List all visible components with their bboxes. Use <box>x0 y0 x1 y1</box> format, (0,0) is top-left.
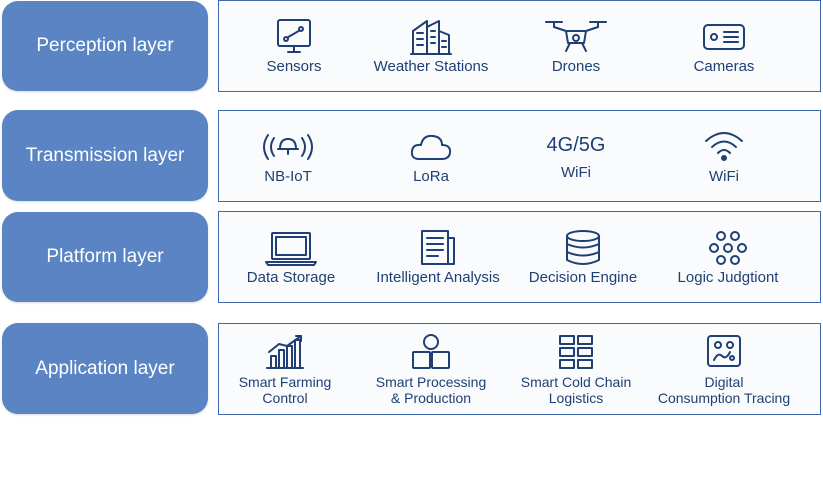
item-label-line2: Consumption Tracing <box>657 390 791 406</box>
item-label: Sensors <box>266 58 322 75</box>
item-lora: LoRa <box>356 111 506 201</box>
wifi-icon <box>702 127 746 167</box>
laptop-icon <box>264 228 318 268</box>
item-label: Decision Engine <box>528 269 638 286</box>
item-intelligent-analysis: Intelligent Analysis <box>363 212 513 302</box>
item-label-line2: Control <box>262 390 308 406</box>
item-label: Cameras <box>693 58 755 75</box>
perception-layer-label: Perception layer <box>2 1 208 91</box>
perception-label-rest: layer <box>127 35 174 56</box>
item-label-line1: Smart Farming <box>238 374 332 390</box>
bar-chart-icon <box>263 332 307 372</box>
perception-row: Perception layer Sensors Weather Station… <box>0 0 823 92</box>
platform-panel: Data Storage Intelligent Analysis Decisi… <box>218 211 821 303</box>
document-icon <box>416 228 460 268</box>
item-4g5g-wifi: 4G/5G WiFi <box>501 111 651 201</box>
item-label: WiFi <box>561 164 591 181</box>
transmission-layer-label: Transmission layer <box>2 110 208 201</box>
radio-signal-icon <box>258 127 318 167</box>
grid-icon <box>554 332 598 372</box>
camera-icon <box>702 17 746 57</box>
item-drones: Drones <box>501 1 651 91</box>
application-row: Application layer Smart Farming Control … <box>0 323 823 415</box>
item-sensors: Sensors <box>219 1 369 91</box>
platform-row: Platform layer Data Storage Intelligent … <box>0 211 823 303</box>
perception-label-bold: Perception <box>36 35 128 56</box>
transmission-panel: NB-IoT LoRa 4G/5G WiFi WiFi <box>218 110 821 202</box>
item-label: Weather Stations <box>373 58 489 75</box>
transmission-row: Transmission layer NB-IoT LoRa 4G/5G WiF… <box>0 110 823 202</box>
item-cameras: Cameras <box>649 1 799 91</box>
item-label: NB-IoT <box>264 168 312 185</box>
network-icon <box>706 228 750 268</box>
building-icon <box>409 17 453 57</box>
item-label: Logic Judgtiont <box>677 269 779 286</box>
item-smart-processing: Smart Processing & Production <box>356 324 506 414</box>
item-weather-stations: Weather Stations <box>356 1 506 91</box>
item-digital-consumption: Digital Consumption Tracing <box>649 324 799 414</box>
item-label-line1: Smart Cold Chain <box>520 374 632 390</box>
item-label-line1: Digital <box>704 374 744 390</box>
application-layer-label: Application layer <box>2 323 208 414</box>
item-smart-farming: Smart Farming Control <box>210 324 360 414</box>
item-smart-cold-chain: Smart Cold Chain Logistics <box>501 324 651 414</box>
item-label: LoRa <box>413 168 449 185</box>
application-panel: Smart Farming Control Smart Processing &… <box>218 323 821 415</box>
item-label-top: 4G/5G <box>546 134 606 156</box>
item-label-line2: Logistics <box>548 390 604 406</box>
item-label: Data Storage <box>246 269 336 286</box>
process-blocks-icon <box>409 332 453 372</box>
item-label: WiFi <box>709 168 739 185</box>
drone-icon <box>544 17 608 57</box>
sensor-monitor-icon <box>272 17 316 57</box>
item-label-line2: & Production <box>390 390 472 406</box>
item-label: Drones <box>551 58 601 75</box>
item-label: Intelligent Analysis <box>376 269 500 286</box>
platform-layer-label: Platform layer <box>2 212 208 302</box>
tracing-icon <box>702 332 746 372</box>
item-wifi: WiFi <box>649 111 799 201</box>
item-decision-engine: Decision Engine <box>508 212 658 302</box>
item-logic-judgtiont: Logic Judgtiont <box>653 212 803 302</box>
cloud-icon <box>409 127 453 167</box>
item-data-storage: Data Storage <box>216 212 366 302</box>
item-nb-iot: NB-IoT <box>213 111 363 201</box>
database-icon <box>561 228 605 268</box>
perception-panel: Sensors Weather Stations Drones Cameras <box>218 0 821 92</box>
item-label-line1: Smart Processing <box>375 374 487 390</box>
